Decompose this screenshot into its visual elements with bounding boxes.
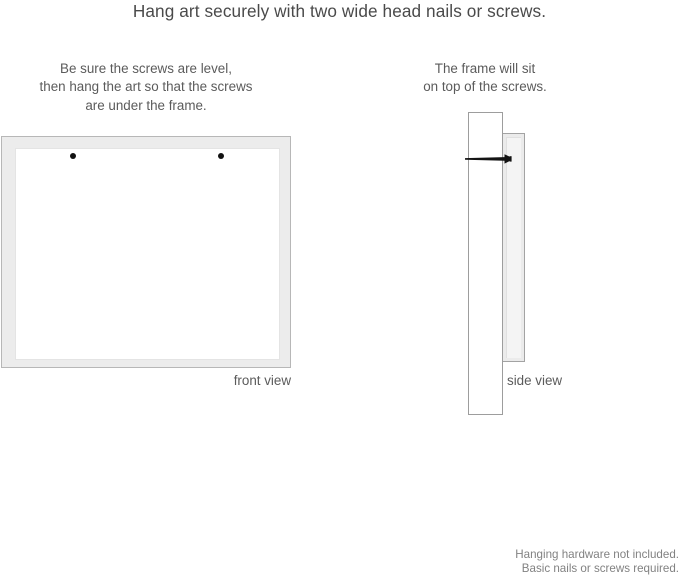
page-title: Hang art securely with two wide head nai… — [132, 1, 547, 21]
front-view-caption: Be sure the screws are level, then hang … — [0, 60, 292, 115]
frame-profile-side — [502, 133, 525, 362]
side-view-caption-line-1: The frame will sit — [434, 61, 536, 76]
screw-side-icon — [465, 154, 512, 164]
front-view-label: front view — [233, 373, 291, 388]
side-view-label: side view — [507, 373, 563, 388]
side-view-illustration — [440, 105, 600, 425]
frame-profile-inner-shade — [506, 137, 521, 358]
footnote-line-1: Hanging hardware not included. — [515, 548, 679, 561]
screw-head-right-icon — [217, 152, 224, 159]
wall-profile — [468, 112, 503, 415]
front-view-illustration — [1, 136, 291, 368]
footnote-line-2: Basic nails or screws required. — [521, 561, 679, 575]
picture-frame-mat — [15, 148, 280, 360]
front-view-caption-line-2: then hang the art so that the screws — [39, 79, 253, 95]
side-view-caption: The frame will sit on top of the screws. — [374, 60, 596, 97]
side-view-caption-line-2: on top of the screws. — [423, 79, 547, 95]
front-view-caption-line-1: Be sure the screws are level, — [60, 61, 232, 76]
front-view-caption-line-3: are under the frame. — [85, 97, 207, 113]
footnote-disclaimer: Hanging hardware not included. Basic nai… — [279, 548, 679, 575]
screw-head-left-icon — [69, 152, 76, 159]
